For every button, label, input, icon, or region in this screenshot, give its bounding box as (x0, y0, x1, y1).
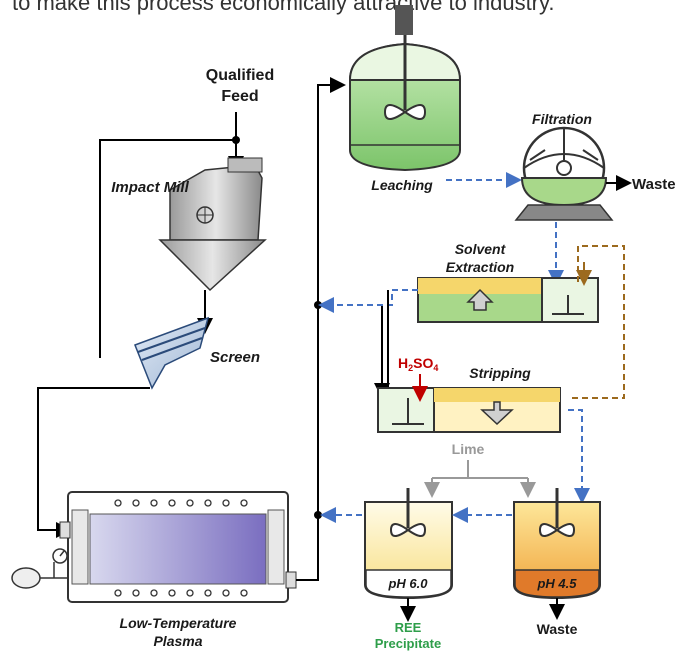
organic-recycle-flow (568, 245, 625, 399)
ph45-tank-icon (513, 488, 601, 600)
solvent-extraction-tank-icon (417, 277, 599, 323)
impact-mill-label: Impact Mill (111, 179, 189, 196)
leaching-label: Leaching (371, 177, 433, 193)
ph-right-label: pH 4.5 (536, 576, 577, 591)
qualified-feed-label-2: Feed (221, 88, 258, 105)
plasma-label-2: Plasma (153, 633, 202, 649)
strip-to-precip-flow (568, 409, 590, 504)
screen-label: Screen (210, 349, 260, 366)
header-text: to make this process economically attrac… (12, 0, 554, 15)
stripping-tank-icon (377, 387, 561, 433)
waste-bottom-label: Waste (537, 621, 578, 637)
screen-icon (134, 316, 210, 390)
impact-mill-icon (158, 157, 267, 292)
ph60-tank-icon (364, 488, 453, 600)
solvent-label-2: Extraction (446, 259, 514, 275)
plasma-reactor-icon (59, 491, 297, 603)
h2so4-label: H2SO4 (398, 355, 438, 373)
junction-dot (314, 511, 322, 519)
pump-gauge-icon (11, 548, 68, 589)
junction-dot (314, 301, 322, 309)
ph-left-label: pH 6.0 (387, 576, 428, 591)
sx-raffinate-flow (318, 289, 418, 313)
main-feed-line (296, 77, 346, 581)
filtration-drum-icon (514, 126, 614, 221)
qualified-feed-label-1: Qualified (206, 67, 274, 84)
ree-label-2: Precipitate (375, 636, 441, 651)
leaching-tank-icon (348, 5, 462, 172)
filtration-label: Filtration (532, 111, 592, 127)
stripping-label: Stripping (469, 365, 531, 381)
ree-label-1: REE (395, 620, 422, 635)
solvent-label-1: Solvent (455, 241, 507, 257)
plasma-label-1: Low-Temperature (120, 615, 237, 631)
junction-dot (232, 136, 240, 144)
lime-label: Lime (452, 441, 485, 457)
lime-dosing-lines (424, 460, 536, 498)
waste-filtration-label: Waste (632, 176, 676, 193)
